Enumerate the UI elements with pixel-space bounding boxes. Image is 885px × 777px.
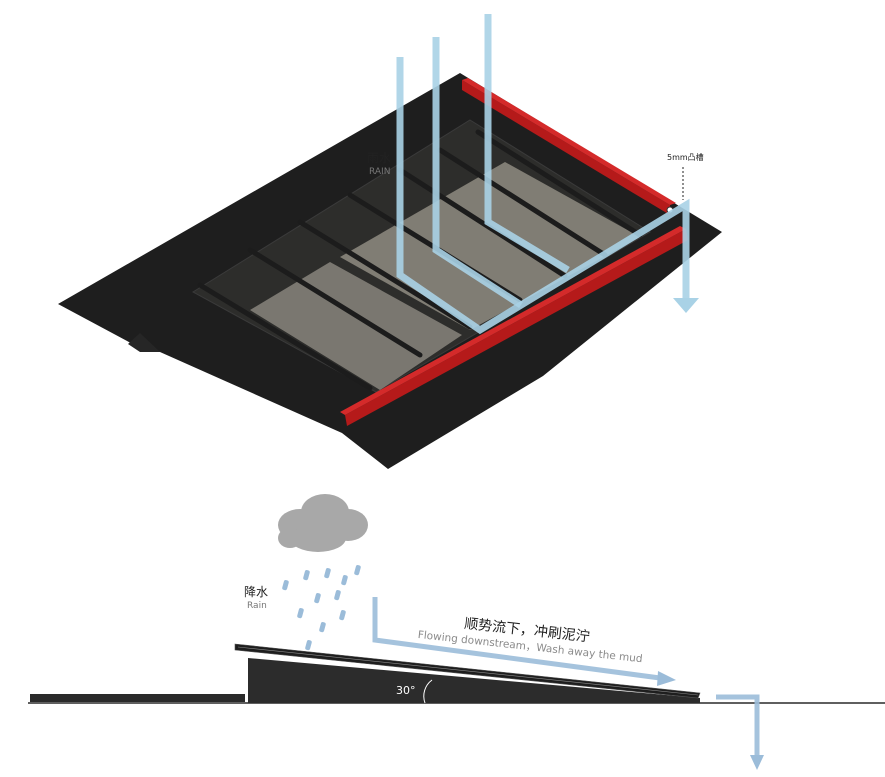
flow-arrow bbox=[372, 597, 676, 686]
cloud-icon bbox=[278, 494, 368, 552]
isometric-roof-view: 雨水 RAIN 5mm凸槽 bbox=[58, 14, 722, 469]
base-step bbox=[128, 333, 160, 352]
sloped-structure bbox=[248, 658, 700, 703]
glass-panel bbox=[250, 262, 462, 390]
rain-flow-arrows bbox=[396, 14, 690, 335]
section-view: 降水 Rain 30° 顺势流下，冲刷泥泞 Flowing downstream… bbox=[28, 494, 885, 770]
rain-flow-arrowhead bbox=[673, 298, 699, 313]
angle-label: 30° bbox=[396, 684, 416, 697]
precip-label-cn: 降水 bbox=[244, 585, 268, 599]
angle-arc bbox=[423, 679, 433, 704]
groove-label: 5mm凸槽 bbox=[667, 152, 704, 162]
red-rail-bottom bbox=[340, 226, 688, 426]
sloped-plate-edge bbox=[237, 646, 699, 696]
raindrops bbox=[282, 565, 361, 651]
drain-arrow bbox=[716, 694, 764, 770]
rain-label-en: RAIN bbox=[369, 167, 390, 177]
left-slab bbox=[30, 694, 245, 702]
rain-label-cn: 雨水 bbox=[367, 151, 391, 165]
precip-label-en: Rain bbox=[247, 601, 267, 611]
